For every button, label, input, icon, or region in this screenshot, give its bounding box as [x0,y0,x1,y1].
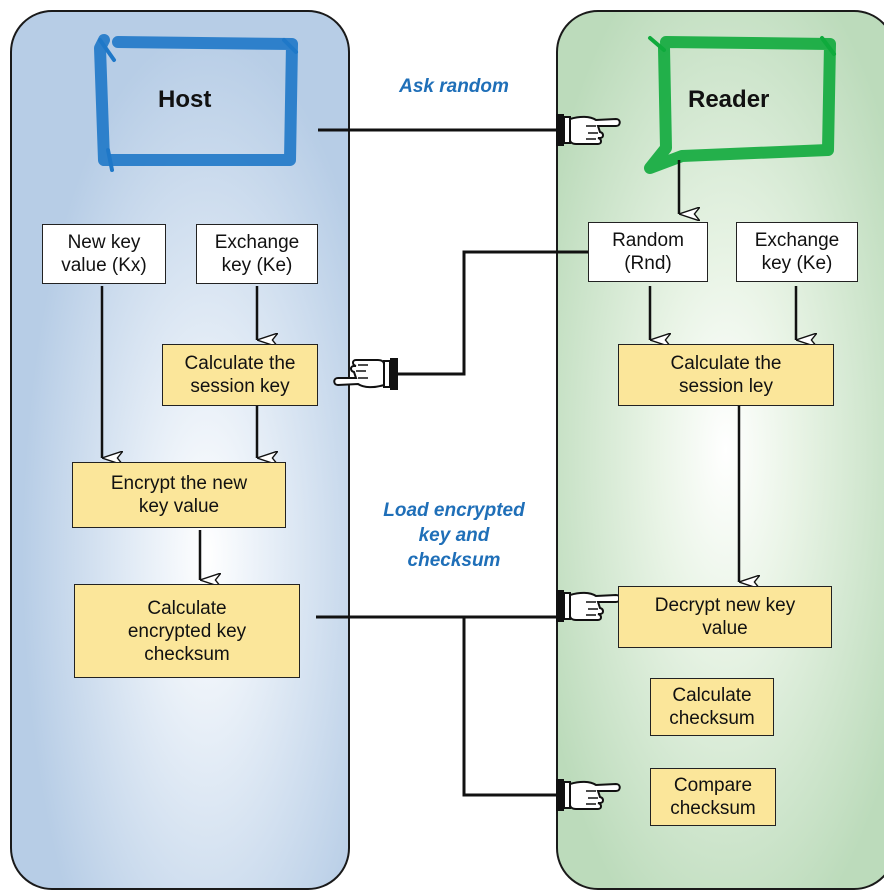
compare-checksum-box: Compare checksum [650,768,776,826]
pointing-hand-icon [555,778,621,812]
calculate-checksum-reader-box: Calculate checksum [650,678,774,736]
encrypt-key-box: Encrypt the new key value [72,462,286,528]
load-encrypted-label: Load encrypted key and checksum [383,500,525,571]
calculate-checksum-host-box: Calculate encrypted key checksum [74,584,300,678]
pointing-hand-icon [333,357,399,391]
pointing-hand-icon [555,589,621,623]
reader-title: Reader [688,86,770,113]
pointing-hand-icon [555,113,621,147]
host-session-key-box: Calculate the session key [162,344,318,406]
decrypt-key-box: Decrypt new key value [618,586,832,648]
reader-session-key-box: Calculate the session ley [618,344,834,406]
host-frame [94,34,298,166]
reader-exchange-key-box: Exchange key (Ke) [736,222,858,282]
reader-frame [644,36,836,174]
new-key-box: New key value (Kx) [42,224,166,284]
host-title: Host [158,86,212,113]
host-exchange-key-box: Exchange key (Ke) [196,224,318,284]
random-box: Random (Rnd) [588,222,708,282]
ask-random-label: Ask random [399,76,509,97]
